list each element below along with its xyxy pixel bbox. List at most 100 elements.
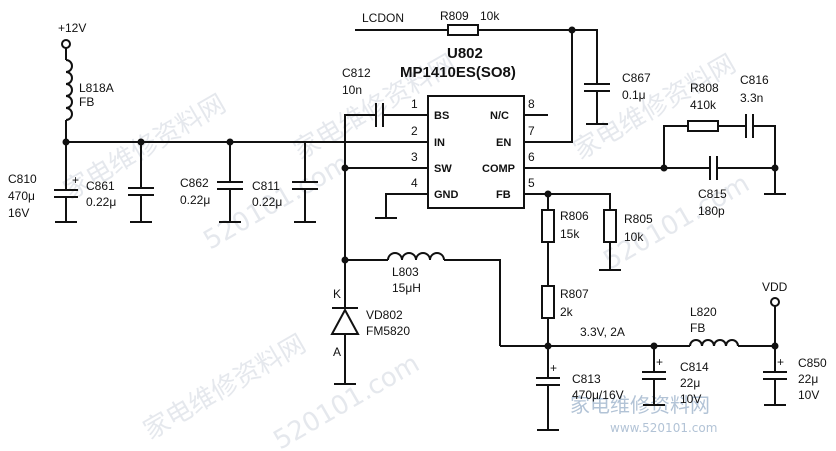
c867-value: 0.1μ — [622, 88, 646, 102]
c813-ref: C813 — [572, 372, 601, 386]
input-12v: +12V L818A FB — [58, 21, 114, 142]
ic-ground — [375, 193, 406, 219]
r805-ref: R805 — [624, 212, 653, 226]
ic-ref: U802 — [447, 45, 483, 62]
watermark-url: 520101.com — [599, 169, 755, 277]
net-label-12v: +12V — [58, 21, 86, 35]
c814-ref: C814 — [680, 360, 709, 374]
capacitor-c813: + C813 470μ/16V — [536, 346, 624, 431]
diode-vd802: K A VD802 FM5820 — [330, 260, 410, 385]
c861-ref: C861 — [86, 179, 115, 193]
pin-1-num: 1 — [411, 97, 418, 111]
l818a-value: FB — [79, 95, 94, 109]
pin-4-name: GND — [434, 189, 459, 201]
net-label-vdd: VDD — [762, 280, 788, 294]
l820-ref: L820 — [690, 305, 717, 319]
pin-3-num: 3 — [411, 150, 418, 164]
c862-ref: C862 — [180, 176, 209, 190]
resistor-r808 — [687, 120, 719, 132]
vd802-value: FM5820 — [366, 324, 410, 338]
l818a-ref: L818A — [79, 81, 114, 95]
terminal-vdd — [770, 297, 780, 307]
net-label-lcdon: LCDON — [362, 11, 404, 25]
c815-ref: C815 — [698, 187, 727, 201]
capacitor-c810: + C810 470μ 16V — [8, 142, 79, 223]
c812-value: 10n — [342, 83, 362, 97]
r808-value: 410k — [690, 98, 717, 112]
watermark-corner-text: 家电维修资料网 — [570, 393, 710, 417]
ic-part: MP1410ES(SO8) — [400, 64, 516, 81]
c862-value: 0.22μ — [180, 193, 210, 207]
pin-7-num: 7 — [528, 124, 535, 138]
c812-ref: C812 — [342, 66, 371, 80]
c814-value: 22μ — [680, 376, 700, 390]
output-vdd: VDD — [762, 280, 788, 350]
inductor-l820: L820 FB — [689, 305, 775, 347]
r807-ref: R807 — [560, 287, 589, 301]
capacitor-c814: + C814 22μ 10V — [642, 346, 709, 406]
compensation-network: R808 410k C816 3.3n C815 180p — [548, 73, 786, 218]
c861-value: 0.22μ — [86, 195, 116, 209]
c850-rating: 10V — [798, 388, 819, 402]
pin-7-name: EN — [496, 137, 511, 149]
c813-value: 470μ/16V — [572, 388, 624, 402]
r806-ref: R806 — [560, 209, 589, 223]
watermarks: 家电维修资料网 520101.com 家电维修资料网 520101.com 家电… — [59, 49, 755, 451]
pin-2-num: 2 — [411, 124, 418, 138]
r806-value: 15k — [560, 227, 580, 241]
resistor-r806 — [541, 209, 555, 243]
c850-polarity: + — [777, 355, 784, 369]
capacitor-c861: C861 0.22μ — [86, 142, 154, 223]
r809-ref: R809 — [440, 9, 469, 23]
pin-5-num: 5 — [528, 176, 535, 190]
c810-value: 470μ — [8, 189, 35, 203]
c816-value: 3.3n — [740, 91, 763, 105]
inductor-l803: L803 15μH — [345, 252, 501, 346]
c816-ref: C816 — [740, 73, 769, 87]
enable-circuit: LCDON R809 10k C867 0.1μ — [355, 9, 651, 143]
c810-polarity: + — [72, 173, 79, 187]
l820-value: FB — [690, 321, 705, 335]
c867-ref: C867 — [622, 71, 651, 85]
resistor-r809 — [447, 24, 479, 36]
r807-value: 2k — [560, 305, 574, 319]
c811-value: 0.22μ — [252, 195, 282, 209]
c850-value: 22μ — [798, 372, 818, 386]
c814-rating: 10V — [680, 392, 701, 406]
pin-8-name: N/C — [490, 110, 509, 122]
resistor-r805 — [603, 209, 617, 243]
feedback-divider: R806 15k R805 10k R807 2k — [541, 190, 653, 346]
r808-ref: R808 — [690, 81, 719, 95]
pin-6-name: COMP — [482, 163, 515, 175]
c811-ref: C811 — [252, 179, 280, 193]
c815-value: 180p — [698, 204, 725, 218]
capacitor-c812: C812 10n — [342, 66, 406, 168]
l803-value: 15μH — [392, 281, 421, 295]
net-label-vout: 3.3V, 2A — [580, 325, 625, 339]
capacitor-c850: + C850 22μ 10V — [763, 346, 827, 406]
ic-u802: U802 MP1410ES(SO8) 1 2 3 4 BS IN SW GND … — [400, 45, 548, 209]
resistor-r807 — [541, 285, 555, 319]
pin-5-name: FB — [496, 189, 511, 201]
pin-3-name: SW — [434, 163, 452, 175]
l803-ref: L803 — [392, 265, 419, 279]
inductor-l818a — [65, 59, 73, 121]
pin-6-num: 6 — [528, 150, 535, 164]
pin-4-num: 4 — [411, 176, 418, 190]
vd802-cathode: K — [333, 287, 341, 301]
watermark-corner-url: www.520101.com — [610, 421, 717, 435]
c813-polarity: + — [550, 361, 557, 375]
ic-body — [427, 95, 525, 209]
vd802-ref: VD802 — [366, 308, 403, 322]
capacitor-c862: C862 0.22μ — [180, 142, 243, 223]
c810-ref: C810 — [8, 172, 37, 186]
vd802-anode: A — [333, 345, 341, 359]
r805-value: 10k — [624, 230, 644, 244]
c810-rating: 16V — [8, 206, 29, 220]
pin-8-num: 8 — [528, 97, 535, 111]
r809-value: 10k — [480, 9, 500, 23]
pin-1-name: BS — [434, 110, 449, 122]
pin-2-name: IN — [434, 137, 445, 149]
c850-ref: C850 — [798, 356, 827, 370]
